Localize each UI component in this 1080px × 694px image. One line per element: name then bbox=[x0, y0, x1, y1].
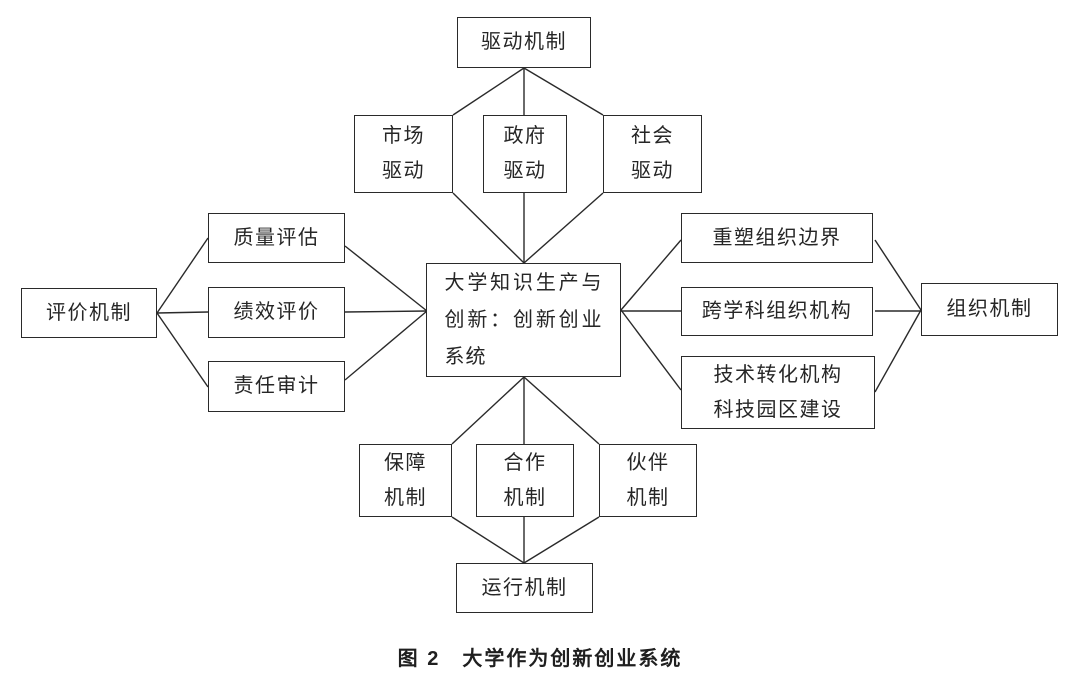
node-drive-mechanism: 驱动机制 bbox=[457, 17, 591, 68]
connector-line bbox=[156, 237, 209, 314]
node-label: 合作 机制 bbox=[503, 451, 547, 509]
node-label: 质量评估 bbox=[233, 226, 320, 249]
connector-line bbox=[523, 516, 600, 564]
node-reshape-org-boundary: 重塑组织边界 bbox=[681, 213, 873, 263]
node-label: 保障 机制 bbox=[384, 451, 427, 509]
node-cooperation-mechanism: 合作 机制 bbox=[476, 444, 574, 517]
connector-line bbox=[451, 376, 525, 445]
node-tech-transfer-park: 技术转化机构 科技园区建设 bbox=[681, 356, 875, 429]
node-label: 评价机制 bbox=[46, 301, 132, 324]
node-label: 跨学科组织机构 bbox=[701, 300, 853, 322]
node-responsibility-audit: 责任审计 bbox=[208, 361, 345, 412]
connector-line bbox=[451, 516, 525, 564]
node-performance-evaluation: 绩效评价 bbox=[208, 287, 345, 338]
node-government-drive: 政府 驱动 bbox=[483, 115, 567, 193]
node-label: 市场 驱动 bbox=[382, 125, 425, 182]
node-guarantee-mechanism: 保障 机制 bbox=[359, 444, 452, 517]
node-label: 重塑组织边界 bbox=[712, 226, 842, 249]
node-organization-mechanism: 组织机制 bbox=[921, 283, 1058, 336]
node-label: 组织机制 bbox=[946, 298, 1033, 320]
connector-line bbox=[874, 239, 922, 311]
node-label: 社会 驱动 bbox=[631, 125, 674, 182]
node-university-innovation-system: 大学知识生产与创新：创新创业系统 bbox=[426, 263, 621, 377]
node-label: 技术转化机构 科技园区建设 bbox=[713, 363, 843, 421]
connector-line bbox=[344, 245, 428, 312]
connector-line bbox=[344, 310, 428, 381]
connector-line bbox=[620, 309, 682, 391]
connector-line bbox=[523, 192, 604, 264]
node-social-drive: 社会 驱动 bbox=[603, 115, 702, 193]
node-label: 绩效评价 bbox=[233, 301, 320, 323]
node-label: 运行机制 bbox=[481, 576, 568, 599]
connector-line bbox=[620, 239, 682, 311]
node-label: 责任审计 bbox=[233, 375, 320, 397]
connector-line bbox=[874, 309, 922, 393]
connector-line bbox=[452, 192, 525, 264]
node-operation-mechanism: 运行机制 bbox=[456, 563, 593, 613]
node-label: 驱动机制 bbox=[481, 31, 567, 53]
node-interdisciplinary-org: 跨学科组织机构 bbox=[681, 287, 873, 336]
figure-caption: 图 2 大学作为创新创业系统 bbox=[397, 648, 683, 670]
connector-line bbox=[523, 376, 600, 445]
node-label: 政府 驱动 bbox=[503, 125, 547, 182]
node-label: 大学知识生产与创新：创新创业系统 bbox=[444, 271, 603, 368]
node-market-drive: 市场 驱动 bbox=[354, 115, 453, 193]
node-evaluation-mechanism: 评价机制 bbox=[21, 288, 157, 338]
node-label: 伙伴 机制 bbox=[626, 451, 670, 509]
connector-line bbox=[156, 311, 209, 314]
connector-line bbox=[523, 67, 604, 116]
connector-line bbox=[344, 310, 428, 313]
connector-line bbox=[452, 67, 525, 116]
node-partner-mechanism: 伙伴 机制 bbox=[599, 444, 697, 517]
connector-line bbox=[156, 312, 209, 388]
node-quality-assessment: 质量评估 bbox=[208, 213, 345, 263]
